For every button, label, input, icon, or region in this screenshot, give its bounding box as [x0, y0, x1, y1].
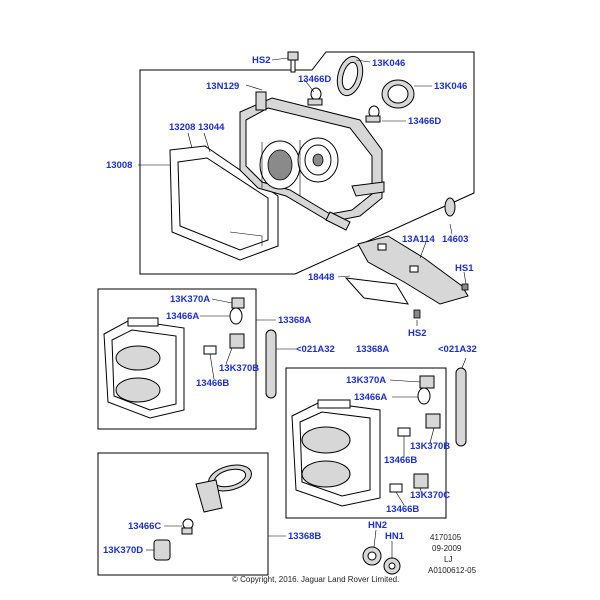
- reference-number: 4170105: [430, 533, 462, 542]
- label-13n129: 13N129: [206, 81, 239, 92]
- label-13466b-right: 13466B: [384, 455, 417, 466]
- socket-13k370d: [153, 539, 171, 561]
- bulb-13466d-top: [307, 87, 323, 106]
- side-marker-housing: [195, 479, 223, 513]
- label-13k046-large: 13K046: [434, 81, 467, 92]
- label-13466b-bottom: 13466B: [386, 504, 419, 515]
- headlamp-group-box: [139, 51, 475, 275]
- label-13k370a-left: 13K370A: [170, 294, 210, 305]
- label-13466d-right: 13466D: [408, 116, 441, 127]
- hs2-bolt-top: [287, 51, 299, 73]
- bracket-13a114: [357, 235, 469, 305]
- label-13k370b-left: 13K370B: [219, 363, 259, 374]
- trim-18448: [344, 277, 409, 305]
- reference-date: 09-2009: [432, 544, 462, 553]
- label-13466b-left: 13466B: [196, 378, 229, 389]
- label-13a114: 13A114: [402, 234, 435, 245]
- label-14603: 14603: [442, 234, 468, 245]
- label-13044: 13044: [198, 122, 225, 133]
- rear-lamp-left: [103, 317, 185, 419]
- label-18448: 18448: [308, 272, 334, 283]
- label-13368b: 13368B: [288, 531, 321, 542]
- screw-hs2-bottom: [413, 309, 421, 319]
- rod-13368a-2: [455, 367, 467, 447]
- side-marker-group-box: [97, 452, 269, 576]
- rear-lamp-group-box-left: [97, 288, 257, 430]
- copyright-notice: © Copyright, 2016. Jaguar Land Rover Lim…: [232, 575, 399, 584]
- cap-13k046-large: [381, 79, 415, 109]
- label-13008: 13008: [106, 160, 132, 171]
- reference-code: LJ: [444, 555, 452, 564]
- bulb-socket-13k370a-1: [229, 297, 245, 325]
- label-13466a-right: 13466A: [354, 392, 387, 403]
- label-hn1: HN1: [385, 531, 405, 542]
- label-13k370a-right: 13K370A: [346, 375, 386, 386]
- label-hs1: HS1: [455, 263, 474, 274]
- label-13368a-left: 13368A: [278, 315, 311, 326]
- label-13k370c: 13K370C: [410, 490, 450, 501]
- bulb-socket-13k370b-2: [397, 413, 441, 437]
- cap-13k046-small: [336, 55, 364, 97]
- label-021a32-right: <021A32: [438, 344, 477, 355]
- label-021a32-left: <021A32: [296, 344, 335, 355]
- label-hs2-bottom: HS2: [408, 328, 426, 339]
- label-hs2-top: HS2: [252, 55, 270, 66]
- label-13466d-top: 13466D: [298, 74, 331, 85]
- headlamp-assembly: [169, 91, 385, 261]
- screw-hs1: [461, 283, 469, 291]
- reference-sheet: A0100612-05: [428, 566, 477, 575]
- bulb-13466c: [181, 518, 194, 535]
- rod-13368a-1: [265, 329, 277, 399]
- bulb-socket-13k370b-1: [203, 333, 245, 355]
- label-13208: 13208: [169, 122, 195, 133]
- label-13368a-right: 13368A: [356, 344, 389, 355]
- rear-lamp-right: [291, 399, 381, 507]
- label-hn2: HN2: [368, 520, 387, 531]
- label-13k046-small: 13K046: [372, 58, 405, 69]
- grommet-hn1: [383, 557, 401, 575]
- bulb-13466d-right: [365, 105, 381, 123]
- bulb-socket-13k370a-2: [417, 375, 435, 405]
- label-13k370d: 13K370D: [103, 545, 143, 556]
- ring-14603: [444, 197, 456, 217]
- label-13k370b-right: 13K370B: [410, 441, 450, 452]
- label-13466c: 13466C: [128, 521, 161, 532]
- rear-lamp-group-box-right: [285, 367, 447, 519]
- label-13466a-left: 13466A: [166, 311, 199, 322]
- grommet-hn2: [362, 546, 382, 566]
